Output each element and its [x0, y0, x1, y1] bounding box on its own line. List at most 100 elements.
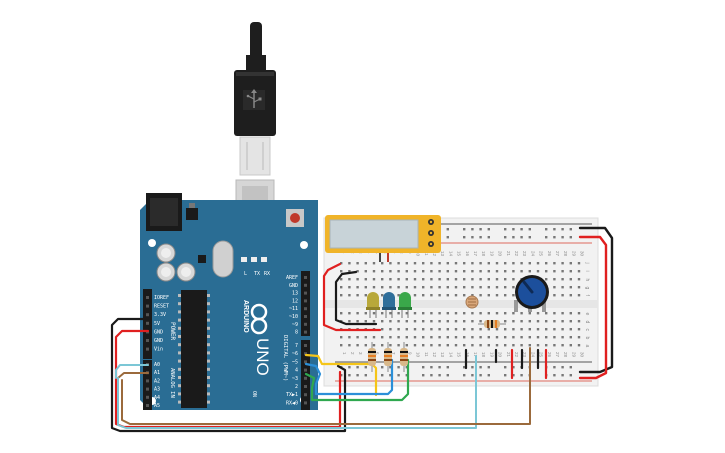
- terminal-hole[interactable]: [569, 278, 572, 281]
- terminal-hole[interactable]: [569, 286, 572, 289]
- terminal-hole[interactable]: [479, 262, 482, 265]
- header-hole[interactable]: [304, 376, 307, 380]
- terminal-hole[interactable]: [545, 270, 548, 273]
- terminal-hole[interactable]: [454, 286, 458, 289]
- rail-hole[interactable]: [561, 236, 564, 239]
- terminal-hole[interactable]: [479, 320, 482, 323]
- terminal-hole[interactable]: [413, 336, 417, 339]
- terminal-hole[interactable]: [446, 320, 449, 323]
- terminal-hole[interactable]: [471, 312, 474, 315]
- terminal-hole[interactable]: [372, 336, 376, 339]
- rail-hole[interactable]: [389, 374, 392, 377]
- terminal-hole[interactable]: [430, 270, 433, 273]
- terminal-hole[interactable]: [364, 320, 367, 323]
- terminal-hole[interactable]: [561, 320, 564, 323]
- terminal-hole[interactable]: [487, 270, 490, 273]
- terminal-hole[interactable]: [569, 320, 572, 323]
- terminal-hole[interactable]: [438, 336, 441, 339]
- header-hole[interactable]: [146, 313, 149, 317]
- rail-hole[interactable]: [430, 374, 433, 377]
- rail-hole[interactable]: [340, 374, 343, 377]
- rail-hole[interactable]: [512, 228, 515, 231]
- terminal-hole[interactable]: [495, 336, 499, 339]
- terminal-hole[interactable]: [479, 344, 482, 347]
- terminal-hole[interactable]: [422, 336, 425, 339]
- rail-hole[interactable]: [356, 374, 359, 377]
- terminal-hole[interactable]: [405, 278, 408, 281]
- terminal-hole[interactable]: [356, 312, 359, 315]
- terminal-hole[interactable]: [397, 312, 400, 315]
- terminal-hole[interactable]: [528, 328, 531, 331]
- terminal-hole[interactable]: [430, 336, 433, 339]
- terminal-hole[interactable]: [536, 344, 540, 347]
- wire-red-rail[interactable]: [578, 235, 608, 380]
- terminal-hole[interactable]: [397, 270, 400, 273]
- terminal-hole[interactable]: [364, 278, 367, 281]
- terminal-hole[interactable]: [512, 344, 515, 347]
- rail-hole[interactable]: [446, 236, 449, 239]
- terminal-hole[interactable]: [487, 312, 490, 315]
- terminal-hole[interactable]: [422, 328, 425, 331]
- terminal-hole[interactable]: [520, 336, 523, 339]
- terminal-hole[interactable]: [381, 312, 384, 315]
- terminal-hole[interactable]: [487, 344, 490, 347]
- terminal-hole[interactable]: [536, 320, 540, 323]
- terminal-hole[interactable]: [495, 262, 499, 265]
- terminal-hole[interactable]: [479, 312, 482, 315]
- terminal-hole[interactable]: [348, 262, 351, 265]
- terminal-hole[interactable]: [520, 328, 523, 331]
- terminal-hole[interactable]: [577, 270, 581, 273]
- terminal-hole[interactable]: [471, 286, 474, 289]
- terminal-hole[interactable]: [512, 336, 515, 339]
- terminal-hole[interactable]: [422, 286, 425, 289]
- rail-hole[interactable]: [438, 366, 441, 369]
- terminal-hole[interactable]: [438, 328, 441, 331]
- rail-hole[interactable]: [422, 374, 425, 377]
- terminal-hole[interactable]: [512, 262, 515, 265]
- terminal-hole[interactable]: [405, 320, 408, 323]
- terminal-hole[interactable]: [504, 320, 507, 323]
- terminal-hole[interactable]: [561, 294, 564, 297]
- terminal-hole[interactable]: [512, 294, 515, 297]
- terminal-hole[interactable]: [504, 278, 507, 281]
- terminal-hole[interactable]: [504, 294, 507, 297]
- rail-hole[interactable]: [553, 228, 556, 231]
- terminal-hole[interactable]: [569, 262, 572, 265]
- terminal-hole[interactable]: [487, 286, 490, 289]
- terminal-hole[interactable]: [413, 328, 417, 331]
- terminal-hole[interactable]: [528, 320, 531, 323]
- terminal-hole[interactable]: [471, 262, 474, 265]
- wire-cyan-ldr[interactable]: [117, 355, 477, 429]
- header-hole[interactable]: [146, 404, 149, 407]
- potentiometer[interactable]: [514, 275, 549, 312]
- rail-hole[interactable]: [471, 366, 474, 369]
- terminal-hole[interactable]: [553, 294, 556, 297]
- terminal-hole[interactable]: [463, 312, 466, 315]
- terminal-hole[interactable]: [446, 336, 449, 339]
- terminal-hole[interactable]: [397, 286, 400, 289]
- header-hole[interactable]: [304, 299, 307, 303]
- terminal-hole[interactable]: [577, 278, 581, 281]
- terminal-hole[interactable]: [372, 320, 376, 323]
- terminal-hole[interactable]: [454, 270, 458, 273]
- rail-hole[interactable]: [463, 236, 466, 239]
- rail-hole[interactable]: [479, 236, 482, 239]
- terminal-hole[interactable]: [569, 294, 572, 297]
- terminal-hole[interactable]: [397, 278, 400, 281]
- terminal-hole[interactable]: [536, 262, 540, 265]
- terminal-hole[interactable]: [422, 262, 425, 265]
- terminal-hole[interactable]: [545, 336, 548, 339]
- terminal-hole[interactable]: [340, 262, 343, 265]
- rail-hole[interactable]: [348, 374, 351, 377]
- terminal-hole[interactable]: [405, 262, 408, 265]
- terminal-hole[interactable]: [479, 278, 482, 281]
- rail-hole[interactable]: [438, 374, 441, 377]
- terminal-hole[interactable]: [504, 286, 507, 289]
- terminal-hole[interactable]: [471, 336, 474, 339]
- terminal-hole[interactable]: [405, 328, 408, 331]
- terminal-hole[interactable]: [446, 328, 449, 331]
- terminal-hole[interactable]: [454, 294, 458, 297]
- terminal-hole[interactable]: [577, 320, 581, 323]
- terminal-hole[interactable]: [422, 320, 425, 323]
- terminal-hole[interactable]: [430, 294, 433, 297]
